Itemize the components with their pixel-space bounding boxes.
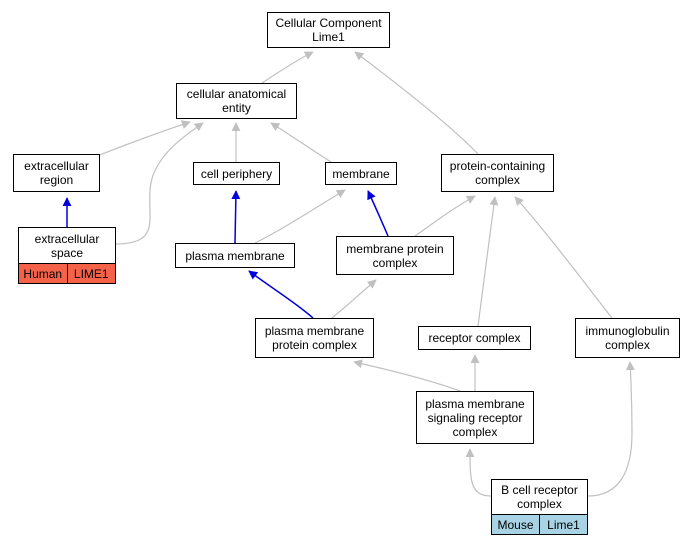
edge-is-a-membrane-protein-complex-to-protein-containing-complex bbox=[414, 195, 476, 237]
edge-is-a-b-cell-receptor-complex-to-pm-signaling-receptor-complex bbox=[465, 448, 492, 497]
gene-tag-lime1-human: LIME1 bbox=[66, 264, 115, 283]
extracellular-space-tags: Human LIME1 bbox=[18, 264, 116, 284]
node-plasma-membrane-signaling-receptor-complex[interactable]: plasma membrane signaling receptor compl… bbox=[416, 391, 534, 444]
edge-part-of-plasma-membrane-to-cell-periphery bbox=[231, 190, 241, 244]
gene-tag-lime1-mouse: Lime1 bbox=[539, 515, 587, 534]
b-cell-receptor-complex-tags: Mouse Lime1 bbox=[491, 515, 588, 535]
edge-part-of-plasma-membrane-protein-complex-to-plasma-membrane bbox=[248, 270, 314, 319]
node-cell-periphery[interactable]: cell periphery bbox=[193, 162, 280, 185]
species-tag-human: Human bbox=[19, 264, 67, 283]
edge-is-a-cellular-anatomical-entity-to-cellular-component bbox=[261, 51, 314, 84]
edge-is-a-plasma-membrane-to-membrane bbox=[254, 189, 346, 244]
node-plasma-membrane[interactable]: plasma membrane bbox=[175, 243, 295, 268]
edge-is-a-extracellular-space-to-cellular-anatomical-entity bbox=[115, 122, 204, 245]
node-extracellular-space[interactable]: extracellular space bbox=[18, 227, 116, 264]
edge-is-a-receptor-complex-to-protein-containing-complex bbox=[477, 196, 499, 327]
species-tag-mouse: Mouse bbox=[492, 515, 539, 534]
edge-is-a-immunoglobulin-complex-to-protein-containing-complex bbox=[514, 196, 613, 319]
node-protein-containing-complex[interactable]: protein-containing complex bbox=[441, 154, 554, 192]
node-cellular-component[interactable]: Cellular Component Lime1 bbox=[267, 12, 390, 48]
node-cellular-anatomical-entity[interactable]: cellular anatomical entity bbox=[176, 83, 297, 119]
edge-is-a-plasma-membrane-protein-complex-to-membrane-protein-complex bbox=[331, 279, 377, 319]
node-plasma-membrane-protein-complex[interactable]: plasma membrane protein complex bbox=[255, 318, 374, 358]
node-membrane[interactable]: membrane bbox=[325, 162, 397, 185]
edge-is-a-protein-containing-complex-to-cellular-component bbox=[354, 51, 479, 155]
node-extracellular-region[interactable]: extracellular region bbox=[13, 154, 100, 192]
node-membrane-protein-complex[interactable]: membrane protein complex bbox=[336, 236, 454, 275]
edge-is-a-extracellular-region-to-cellular-anatomical-entity bbox=[96, 120, 191, 157]
node-immunoglobulin-complex[interactable]: immunoglobulin complex bbox=[575, 318, 680, 358]
edge-part-of-membrane-protein-complex-to-membrane bbox=[367, 190, 389, 237]
node-receptor-complex[interactable]: receptor complex bbox=[418, 326, 531, 350]
edge-is-a-b-cell-receptor-complex-to-immunoglobulin-complex bbox=[587, 361, 635, 497]
node-b-cell-receptor-complex[interactable]: B cell receptor complex bbox=[491, 479, 588, 515]
edge-is-a-pm-signaling-receptor-complex-to-plasma-membrane-protein-complex bbox=[353, 359, 461, 392]
edge-is-a-membrane-to-cellular-anatomical-entity bbox=[270, 122, 332, 163]
